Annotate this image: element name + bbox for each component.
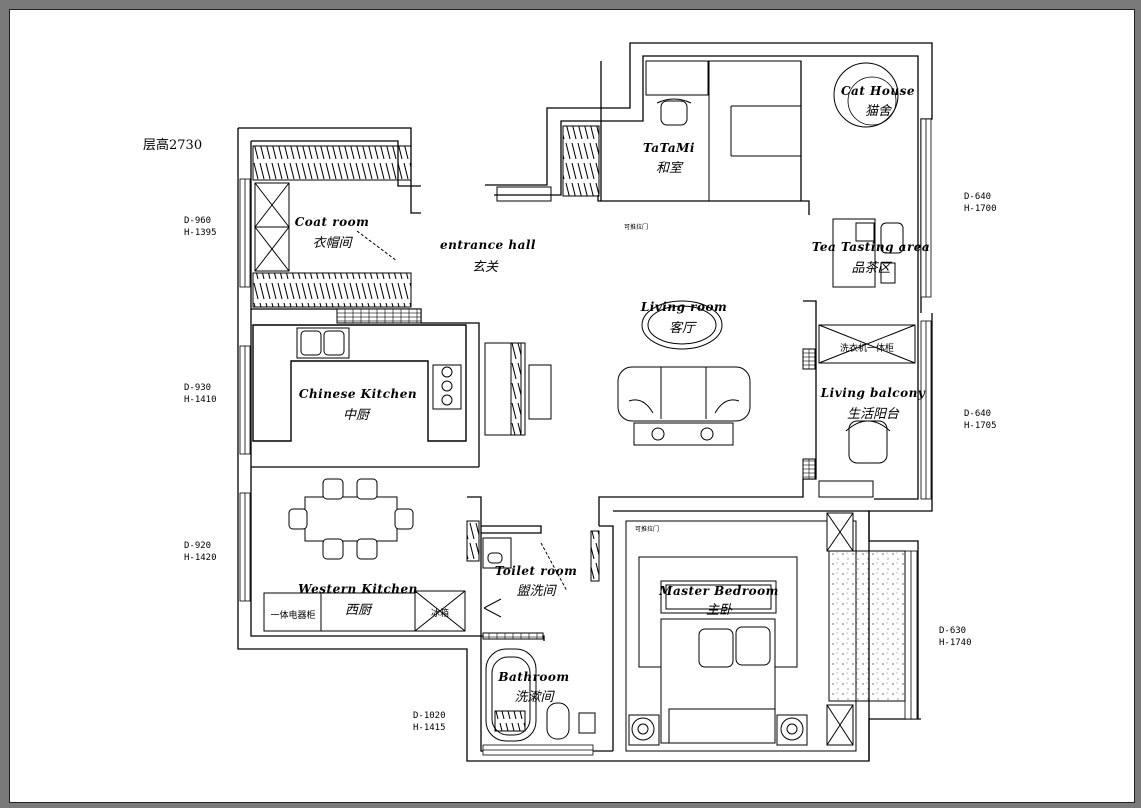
- toilet-room-label-zh: 盥洗间: [516, 584, 556, 599]
- coat-room-label-zh: 衣帽间: [312, 236, 352, 251]
- dining-table: [304, 496, 398, 542]
- wardrobe-top: [252, 145, 412, 181]
- toilet-room-label: Toilet room: [494, 564, 578, 578]
- bedroom-door-note: 可推拉门: [634, 526, 660, 533]
- integrated-cabinet: [263, 592, 323, 632]
- fridge-label: 冰箱: [430, 609, 450, 619]
- tatami-door-note: 可推拉门: [623, 224, 649, 231]
- brick-column: [336, 308, 422, 324]
- tea-tasting-label-zh: 品茶区: [851, 261, 891, 276]
- washer-cabinet-label: 洗衣机一体柜: [839, 344, 895, 354]
- cat-house-label-zh: 猫舍: [864, 104, 892, 119]
- integrated-cabinet-label: 一体电器柜: [270, 611, 316, 621]
- master-bedroom-label: Master Bedroom: [659, 584, 779, 598]
- bathroom-label-zh: 洗漱间: [514, 690, 554, 705]
- entrance-hall-label: entrance hall: [440, 238, 536, 252]
- entrance-hall-label-zh: 玄关: [471, 260, 499, 275]
- coffee-table: [633, 422, 734, 446]
- master-bedroom-label-zh: 主卧: [705, 603, 733, 618]
- western-kitchen-label: Western Kitchen: [298, 582, 418, 596]
- tatami-wall-in: [494, 55, 919, 313]
- wardrobe-bottom: [252, 272, 412, 308]
- living-balcony-label-zh: 生活阳台: [846, 407, 900, 422]
- coat-room-label: Coat room: [294, 215, 370, 229]
- chinese-kitchen-label-zh: 中厨: [342, 408, 370, 423]
- chinese-kitchen-label: Chinese Kitchen: [298, 387, 418, 401]
- right-wall-in: [874, 313, 919, 500]
- living-room-label-zh: 客厅: [668, 321, 696, 336]
- western-kitchen-label-zh: 西厨: [344, 603, 372, 618]
- floor-plan: [237, 42, 933, 762]
- tv-unit: [484, 342, 526, 436]
- outer-wall-left-in: [250, 141, 481, 637]
- ottoman: [641, 300, 723, 350]
- living-room-label: Living room: [640, 300, 728, 314]
- drawing-sheet: 层高2730 Coat room 衣帽间 entrance hall 玄关 Ta…: [9, 9, 1135, 803]
- tatami-label: TaTaMi: [643, 141, 695, 155]
- tea-tasting-label: Tea Tasting area: [811, 240, 931, 254]
- bathroom-label: Bathroom: [498, 670, 570, 684]
- tatami-label-zh: 和室: [655, 161, 683, 176]
- cat-house-label: Cat House: [840, 84, 916, 98]
- living-balcony-label: Living balcony: [820, 386, 926, 400]
- floor-height-label: 层高2730: [143, 138, 203, 153]
- sofa: [617, 366, 751, 422]
